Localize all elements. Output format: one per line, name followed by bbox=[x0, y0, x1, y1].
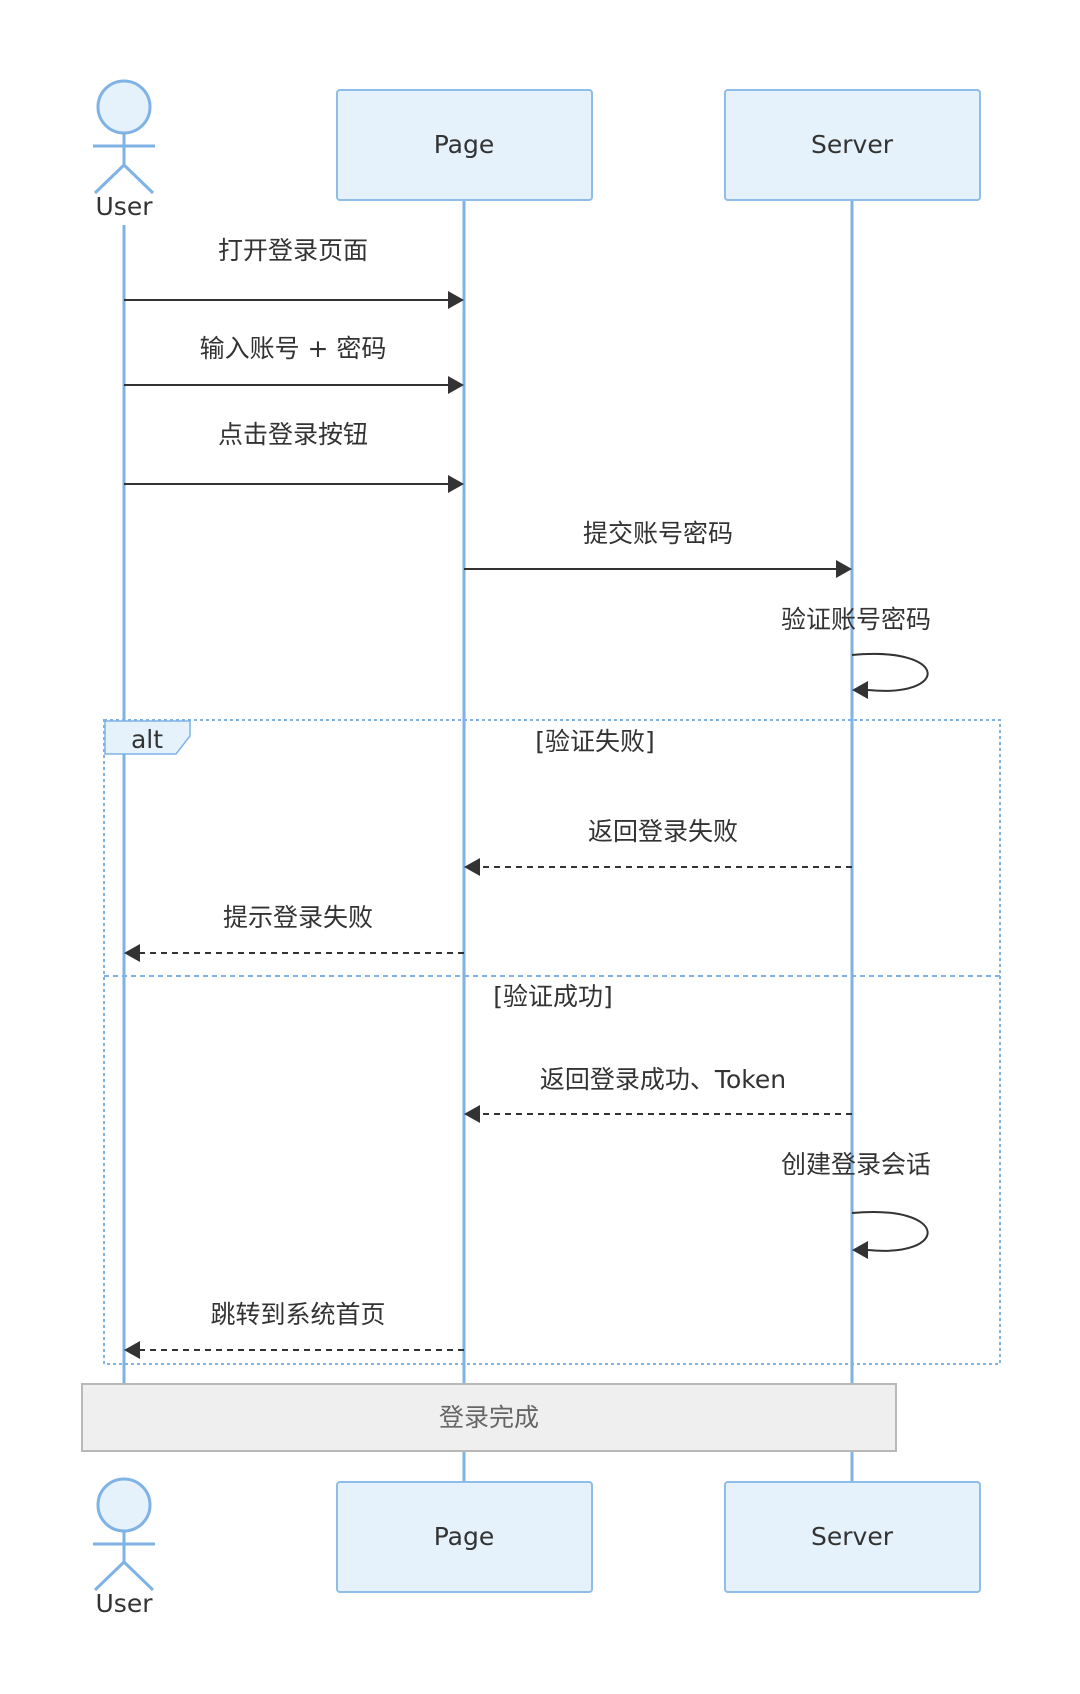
actor-left-leg-icon bbox=[93, 163, 126, 195]
page-box-bottom bbox=[336, 1481, 593, 1593]
msg-redirect-homepage: 跳转到系统首页 bbox=[210, 1300, 385, 1329]
arrowhead-left-icon bbox=[852, 1241, 868, 1259]
arrowhead-left-icon bbox=[124, 1341, 140, 1359]
participant-server-bottom: Server bbox=[724, 1481, 981, 1593]
server-label-bottom: Server bbox=[811, 1522, 894, 1551]
page-box-top bbox=[336, 89, 593, 201]
server-label-top: Server bbox=[811, 130, 894, 159]
guard-fail: [验证失败] bbox=[535, 727, 655, 756]
self-loop-session bbox=[851, 1211, 929, 1252]
participant-server-top: Server bbox=[724, 89, 981, 201]
alt-frame bbox=[103, 719, 1001, 1365]
arrowhead-left-icon bbox=[464, 1105, 480, 1123]
server-box-top bbox=[724, 89, 981, 201]
participant-page-bottom: Page bbox=[336, 1481, 593, 1593]
actor-user-top: User bbox=[93, 79, 155, 221]
arrowhead-left-icon bbox=[852, 681, 868, 699]
guard-success: [验证成功] bbox=[493, 982, 613, 1011]
arrowhead-right-icon bbox=[448, 376, 464, 394]
msg-create-login-session: 创建登录会话 bbox=[781, 1150, 931, 1179]
actor-right-leg-icon bbox=[122, 1560, 155, 1592]
msg-verify-credentials: 验证账号密码 bbox=[781, 605, 931, 634]
msg-click-login-button: 点击登录按钮 bbox=[218, 420, 368, 449]
note-login-complete bbox=[81, 1383, 897, 1452]
msg-return-login-failed: 返回登录失败 bbox=[588, 817, 738, 846]
msg-prompt-login-failed: 提示登录失败 bbox=[223, 903, 373, 932]
msg-open-login-page: 打开登录页面 bbox=[218, 236, 368, 265]
self-loop-verify bbox=[851, 652, 929, 692]
actor-left-leg-icon bbox=[93, 1560, 126, 1592]
arrowhead-right-icon bbox=[448, 291, 464, 309]
note-text: 登录完成 bbox=[439, 1403, 539, 1432]
actor-head-icon bbox=[96, 1477, 152, 1533]
actor-user-bottom: User bbox=[93, 1477, 155, 1618]
arrowhead-left-icon bbox=[464, 858, 480, 876]
alt-tab bbox=[104, 720, 191, 755]
page-label-top: Page bbox=[434, 130, 495, 159]
participant-page-top: Page bbox=[336, 89, 593, 201]
server-box-bottom bbox=[724, 1481, 981, 1593]
actor-head-icon bbox=[96, 79, 152, 135]
user-label-bottom: User bbox=[96, 1589, 154, 1618]
page-label-bottom: Page bbox=[434, 1522, 495, 1551]
alt-label: alt bbox=[131, 725, 163, 754]
actor-right-leg-icon bbox=[122, 163, 155, 195]
arrowhead-right-icon bbox=[836, 560, 852, 578]
msg-submit-credentials: 提交账号密码 bbox=[583, 519, 733, 548]
msg-return-login-success: 返回登录成功、Token bbox=[540, 1065, 786, 1094]
arrowhead-left-icon bbox=[124, 944, 140, 962]
arrowhead-right-icon bbox=[448, 475, 464, 493]
msg-input-credentials: 输入账号 + 密码 bbox=[200, 334, 387, 363]
user-label-top: User bbox=[96, 192, 154, 221]
